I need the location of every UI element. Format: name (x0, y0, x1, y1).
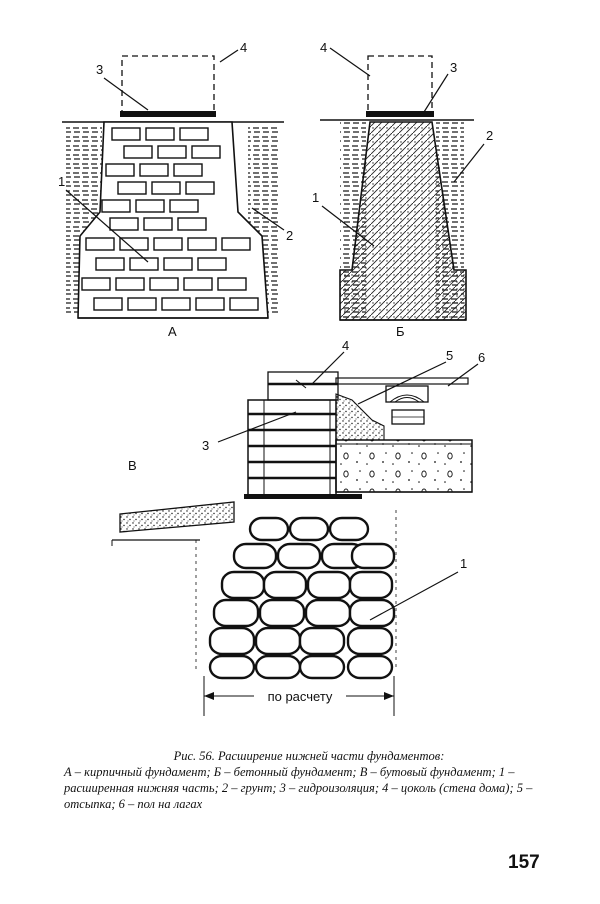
panel-c-callout-3: 3 (202, 438, 209, 453)
brick (169, 199, 199, 213)
panel-c-brick-courses (248, 400, 336, 494)
rubble-stone (346, 654, 394, 680)
panel-c-wall (267, 371, 339, 401)
rubble-stone (350, 542, 396, 570)
rubble-stone (348, 598, 396, 628)
panel-a-letter: А (168, 324, 177, 339)
brick (153, 237, 183, 251)
brick (197, 257, 227, 271)
brick (163, 257, 193, 271)
panel-b-callout-2: 2 (486, 128, 493, 143)
brick (229, 297, 259, 311)
panel-c-rubble-foundation: 4 5 6 3 1 В по расчету (111, 338, 485, 716)
rubble-stone (254, 654, 302, 680)
panel-b-concrete-foundation: 4 3 2 1 Б (312, 40, 493, 339)
panel-b-callout-4: 4 (320, 40, 327, 55)
brick (221, 237, 251, 251)
rubble-stone (328, 516, 370, 542)
brick (149, 277, 179, 291)
panel-c-callout-1: 1 (460, 556, 467, 571)
brick (123, 145, 153, 159)
rubble-stone (306, 570, 352, 600)
rubble-stone (232, 542, 278, 570)
brick (117, 181, 147, 195)
brick (195, 297, 225, 311)
brick (127, 297, 157, 311)
brick (161, 297, 191, 311)
panel-c-plinth-brick (247, 399, 337, 497)
brick (105, 163, 135, 177)
rubble-stone (212, 598, 260, 628)
figure-caption: Рис. 56. Расширение нижней части фундаме… (64, 748, 554, 812)
brick (191, 145, 221, 159)
rubble-stone (208, 626, 256, 656)
brick (183, 277, 213, 291)
rubble-stone (276, 542, 322, 570)
panel-c-dimension-label: по расчету (268, 689, 333, 704)
caption-body: А – кирпичный фундамент; Б – бетонный фу… (64, 765, 533, 811)
panel-c-callout-5: 5 (446, 348, 453, 363)
rubble-stone (254, 626, 302, 656)
rubble-stone (288, 516, 330, 542)
panel-a-plinth-wall (121, 55, 215, 115)
brick (95, 257, 125, 271)
panel-b-callout-1: 1 (312, 190, 319, 205)
brick (145, 127, 175, 141)
panel-c-callout-4: 4 (342, 338, 349, 353)
rubble-stone (262, 570, 308, 600)
panel-a-callout-2: 2 (286, 228, 293, 243)
panel-c-joist (385, 385, 429, 403)
brick (109, 217, 139, 231)
caption-title: Рис. 56. Расширение нижней части фундаме… (173, 749, 445, 763)
panel-c-waterproofing (244, 494, 362, 499)
page-number: 157 (508, 852, 540, 873)
rubble-stone (208, 654, 256, 680)
brick (119, 237, 149, 251)
brick (81, 277, 111, 291)
brick (151, 181, 181, 195)
brick (85, 237, 115, 251)
rubble-stone (248, 516, 290, 542)
rubble-stone (298, 654, 346, 680)
brick (129, 257, 159, 271)
rubble-stone (346, 626, 394, 656)
panel-b-waterproofing (366, 111, 434, 117)
panel-c-rubble-stones (208, 516, 396, 680)
brick (135, 199, 165, 213)
brick (173, 163, 203, 177)
panel-a-brickwork (81, 127, 259, 311)
rubble-stone (304, 598, 352, 628)
panel-a-brick-foundation: 4 3 1 2 А (58, 40, 293, 339)
panel-a-waterproofing (120, 111, 216, 117)
brick (179, 127, 209, 141)
brick (111, 127, 141, 141)
panel-c-callout-6: 6 (478, 350, 485, 365)
brick (185, 181, 215, 195)
brick (157, 145, 187, 159)
brick (177, 217, 207, 231)
panel-c-underfloor-slab (335, 439, 473, 493)
panel-a-callout-4: 4 (240, 40, 247, 55)
rubble-stone (258, 598, 306, 628)
brick (101, 199, 131, 213)
brick (187, 237, 217, 251)
brick (217, 277, 247, 291)
rubble-stone (298, 626, 346, 656)
rubble-stone (348, 570, 394, 600)
panel-c-backfill (335, 393, 385, 441)
brick (143, 217, 173, 231)
brick (93, 297, 123, 311)
panel-b-plinth-wall (367, 55, 433, 115)
panel-b-letter: Б (396, 324, 405, 339)
brick (115, 277, 145, 291)
rubble-stone (220, 570, 266, 600)
panel-b-callout-3: 3 (450, 60, 457, 75)
panel-c-blind-area (119, 501, 235, 533)
panel-a-callout-1: 1 (58, 174, 65, 189)
brick (139, 163, 169, 177)
panel-c-letter: В (128, 458, 137, 473)
panel-a-callout-3: 3 (96, 62, 103, 77)
